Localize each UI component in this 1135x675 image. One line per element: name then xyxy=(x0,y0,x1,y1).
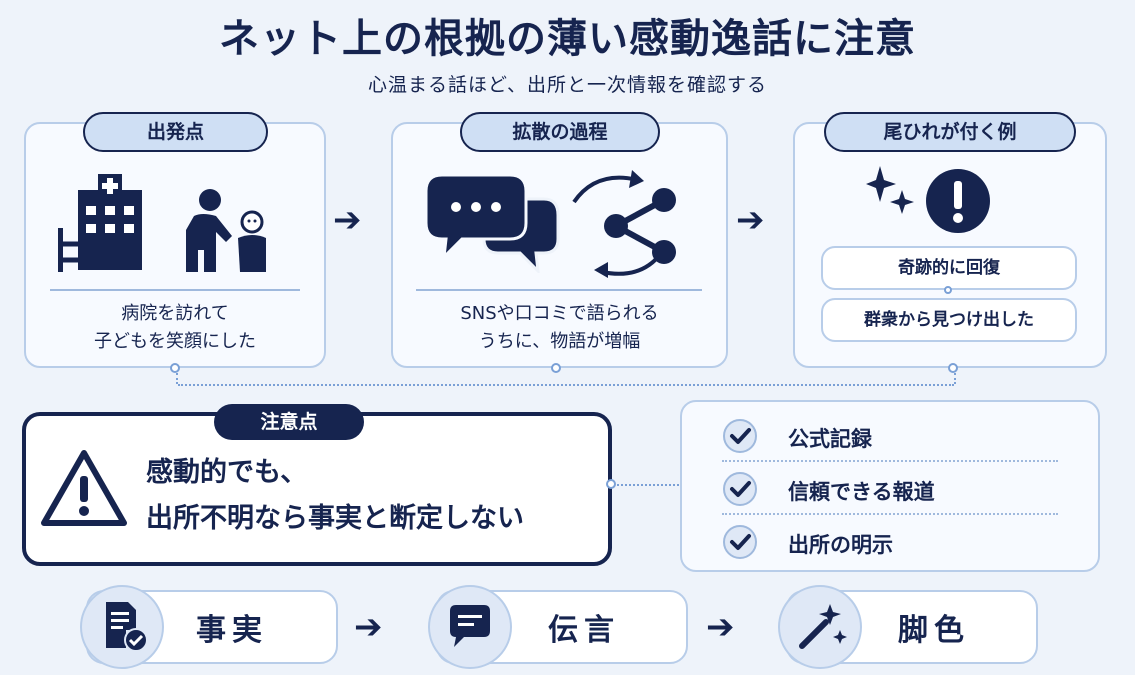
exclamation-icon xyxy=(926,169,990,233)
arrow-right-icon: ➔ xyxy=(736,200,765,240)
page-title: ネット上の根拠の薄い感動逸話に注意 xyxy=(219,16,916,62)
stage-origin-label: 出発点 xyxy=(83,112,268,152)
check-official-records: 公式記録 xyxy=(788,427,872,451)
stage-origin-caption-1: 病院を訪れて xyxy=(121,303,229,324)
hospital-icon xyxy=(58,174,142,272)
flow-fact-label: 事実 xyxy=(196,613,268,648)
stage-spread-caption-1: SNSや口コミで語られる xyxy=(460,303,659,324)
caution-connector-dot xyxy=(606,479,616,489)
example-found-in-crowd: 群衆から見つけ出した xyxy=(821,298,1077,342)
stage-spread-label: 拡散の過程 xyxy=(460,112,660,152)
checklist-divider xyxy=(722,513,1058,515)
caution-line-2: 出所不明なら事実と断定しない xyxy=(146,503,524,534)
sparkle-icon xyxy=(866,166,914,214)
arrow-right-icon: ➔ xyxy=(354,607,383,647)
check-icon xyxy=(723,419,757,453)
connector-dot-spread xyxy=(551,363,561,373)
document-check-icon xyxy=(106,602,148,652)
stage-spread-caption-2: うちに、物語が増幅 xyxy=(478,331,641,352)
check-icon xyxy=(723,525,757,559)
flow-fact-icon-circle xyxy=(80,585,164,669)
person-with-child-icon xyxy=(186,189,266,272)
caution-line-1: 感動的でも、 xyxy=(146,457,308,488)
check-icon xyxy=(723,472,757,506)
chat-bubbles-icon xyxy=(426,175,560,273)
checklist-divider xyxy=(722,460,1058,462)
arrow-right-icon: ➔ xyxy=(333,200,362,240)
connector-dot-origin xyxy=(170,363,180,373)
stage-origin-divider xyxy=(50,289,300,291)
arrow-right-icon: ➔ xyxy=(706,607,735,647)
share-icon xyxy=(604,188,676,264)
page-subtitle: 心温まる話ほど、出所と一次情報を確認する xyxy=(367,74,768,96)
caution-connector-line xyxy=(617,484,679,486)
stage-embellish-label: 尾ひれが付く例 xyxy=(824,112,1076,152)
check-source-disclosure: 出所の明示 xyxy=(788,533,893,557)
connector-drop xyxy=(954,373,956,384)
magic-wand-icon xyxy=(799,604,847,649)
stage-spread-divider xyxy=(416,289,702,291)
flow-embellish-label: 脚色 xyxy=(898,613,970,648)
example-miraculous-recovery: 奇跡的に回復 xyxy=(821,246,1077,290)
flow-hearsay-label: 伝言 xyxy=(548,613,620,648)
stage-origin-caption-2: 子どもを笑顔にした xyxy=(94,331,256,352)
caution-label: 注意点 xyxy=(214,404,364,440)
example-connector-dot xyxy=(944,286,952,294)
connector-line xyxy=(178,384,954,386)
warning-icon xyxy=(41,450,127,526)
connector-dot-embellish xyxy=(948,363,958,373)
speech-bubble-icon xyxy=(450,605,490,647)
connector-drop xyxy=(176,373,178,384)
check-reliable-reports: 信頼できる報道 xyxy=(788,480,935,504)
